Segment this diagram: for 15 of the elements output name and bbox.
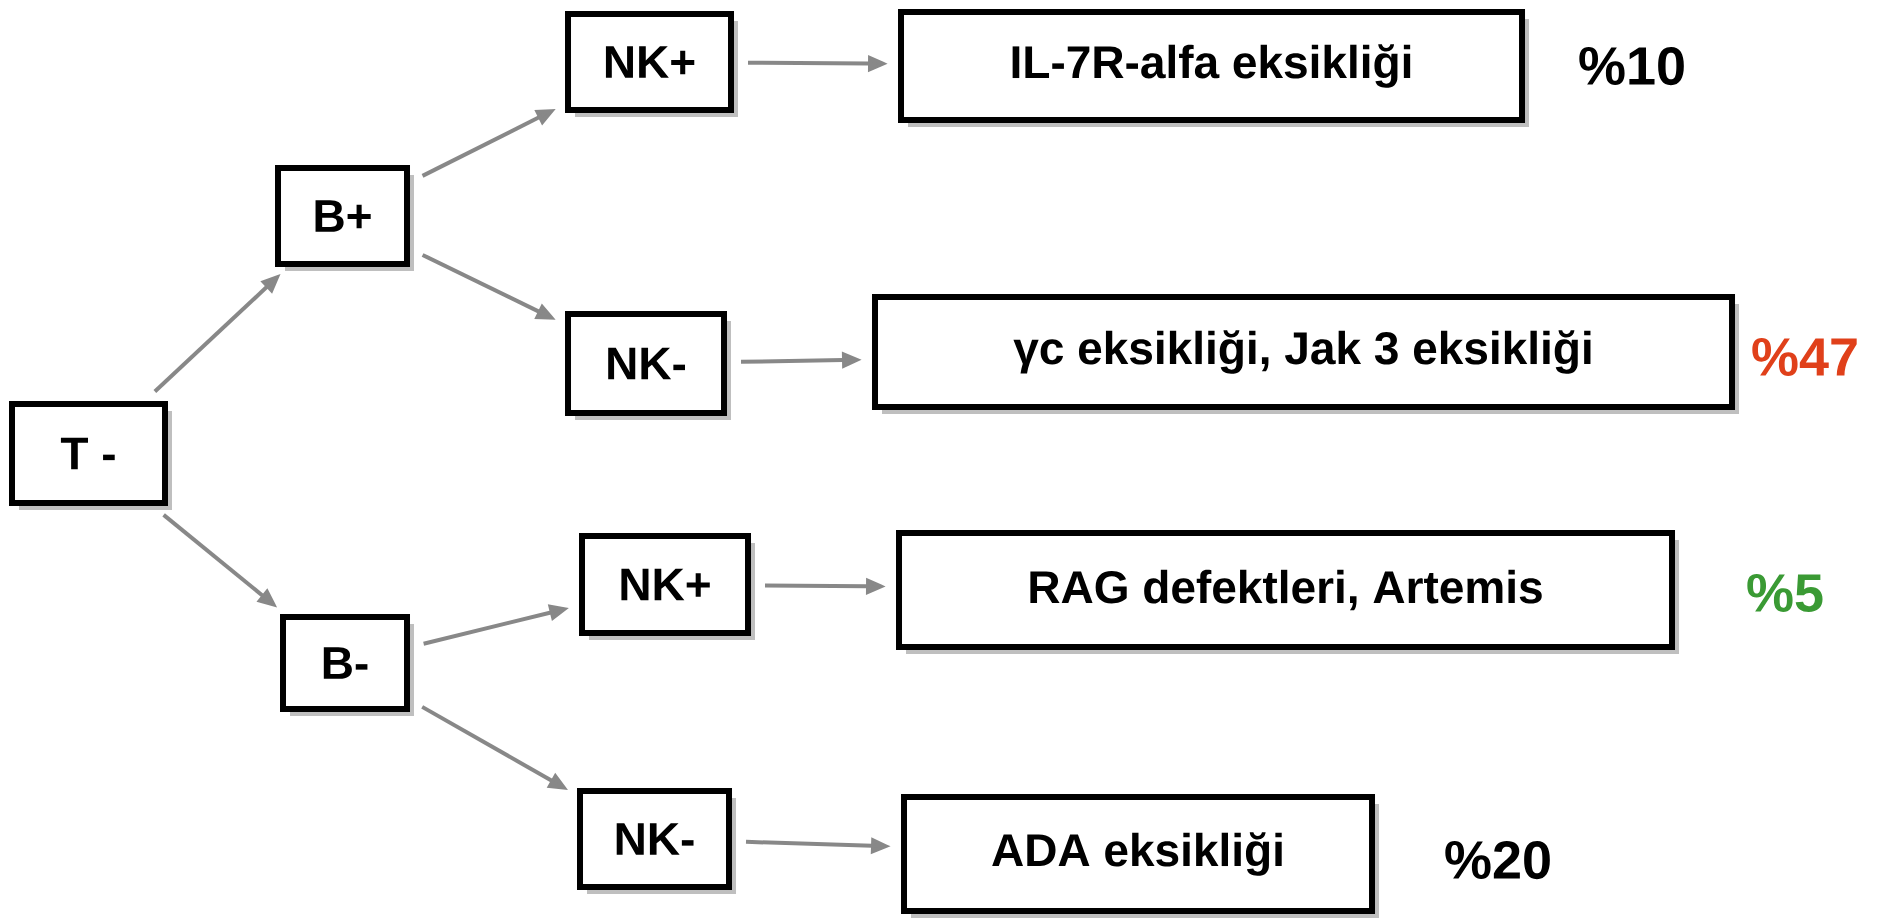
percentage-label: %5 xyxy=(1747,573,1823,613)
text-box: ADA eksikliği xyxy=(901,794,1379,918)
text-box: NK+ xyxy=(579,533,755,640)
text-box: B+ xyxy=(275,165,414,271)
percentage-label: %20 xyxy=(1445,840,1550,880)
text-box: B- xyxy=(280,614,414,716)
text-box: NK+ xyxy=(565,11,738,117)
text-box: IL-7R-alfa eksikliği xyxy=(898,9,1529,127)
text-box: NK- xyxy=(565,311,731,420)
text-box: γc eksikliği, Jak 3 eksikliği xyxy=(872,294,1739,414)
percentage-label: %47 xyxy=(1752,338,1857,376)
text-box: T - xyxy=(9,401,172,510)
text-box: RAG defektleri, Artemis xyxy=(896,530,1679,654)
text-box: NK- xyxy=(577,788,736,894)
percentage-label: %10 xyxy=(1579,46,1684,86)
